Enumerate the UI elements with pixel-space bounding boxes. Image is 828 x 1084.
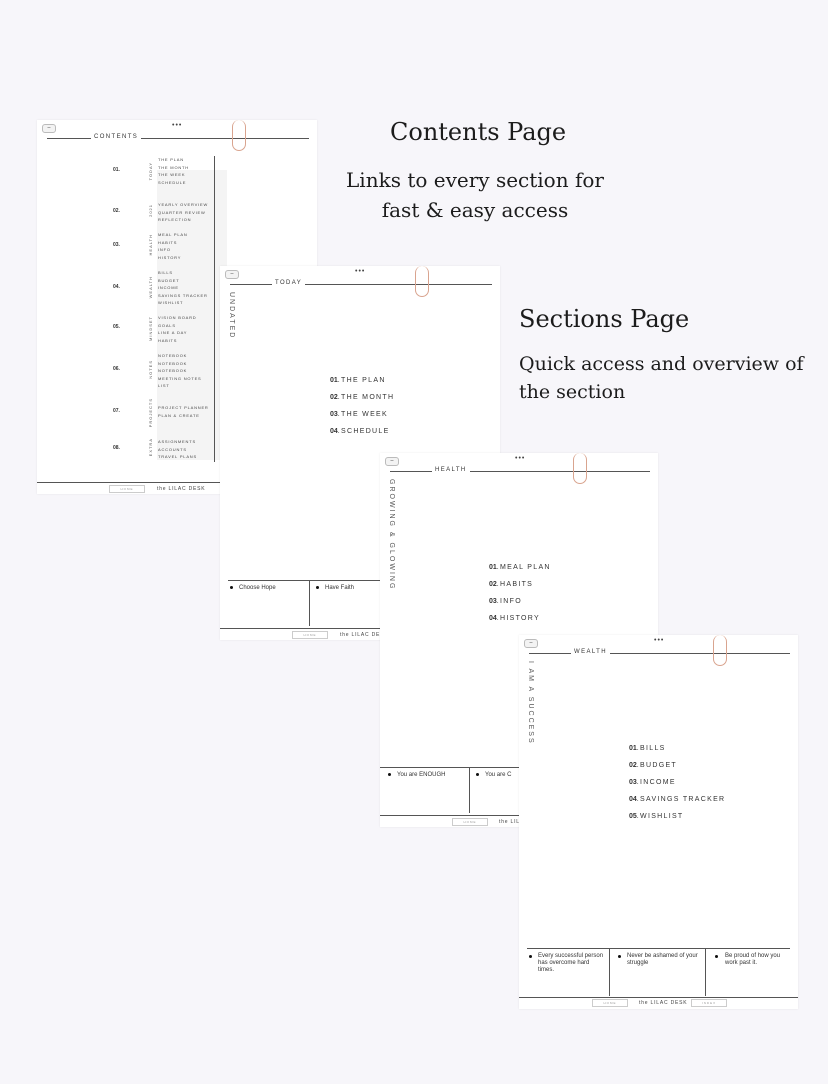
paperclip-icon (415, 266, 429, 297)
brand-logo: the LILAC DESK (157, 486, 206, 492)
section-link[interactable]: 01.BILLS (629, 745, 666, 752)
contents-tab-toggle-icon[interactable]: ⌣ (42, 124, 56, 133)
section-link[interactable]: 02.BUDGET (629, 762, 678, 769)
wealth-tab-toggle-icon[interactable]: ⌣ (524, 639, 538, 648)
paperclip-icon (713, 635, 727, 666)
section-link[interactable]: 02.HABITS (489, 581, 534, 588)
health-menu-dots-icon[interactable]: ••• (515, 455, 526, 462)
section-items[interactable]: YEARLY OVERVIEW QUARTER REVIEW REFLECTIO… (158, 202, 209, 222)
section-link[interactable]: 04.HISTORY (489, 615, 541, 622)
section-label: WEALTH (148, 276, 153, 299)
section-number: 04. (113, 284, 120, 290)
paperclip-icon (573, 453, 587, 484)
wealth-section-page: ⌣ ••• WEALTH I AM A SUCCESS 01.BILLS 02.… (519, 635, 798, 1009)
wealth-vertical-label: I AM A SUCCESS (527, 661, 534, 745)
section-number: 06. (113, 366, 120, 372)
sections-page-subheading: Quick access and overview of the section (519, 353, 804, 403)
quote-box: Choose Hope (230, 585, 276, 592)
contents-page-title: CONTENTS (91, 134, 142, 140)
section-link[interactable]: 01.THE PLAN (330, 377, 386, 384)
section-link[interactable]: 03.INFO (489, 598, 522, 605)
section-items[interactable]: PROJECT PLANNER PLAN & CREATE (158, 405, 209, 418)
contents-page-subheading: Links to every section for fast & easy a… (346, 168, 604, 222)
health-section-list: 01.MEAL PLAN 02.HABITS 03.INFO 04.HISTOR… (489, 564, 551, 632)
quote-box: Every successful person has overcome har… (529, 953, 605, 974)
sections-page-heading: Sections Page (519, 305, 690, 333)
today-vertical-label: UNDATED (228, 292, 235, 340)
section-label: PROJECTS (148, 398, 153, 428)
section-items[interactable]: VISION BOARD GOALS LINE A DAY HABITS (158, 315, 197, 343)
section-link[interactable]: 04.SAVINGS TRACKER (629, 796, 726, 803)
section-items[interactable]: THE PLAN THE MONTH THE WEEK SCHEDULE (158, 157, 189, 185)
section-items[interactable]: BILLS BUDGET INCOME SAVINGS TRACKER WISH… (158, 270, 208, 305)
quote-box: You are C (476, 772, 511, 779)
contents-menu-dots-icon[interactable]: ••• (172, 122, 183, 129)
section-label: 2021 (148, 204, 153, 217)
quote-box: Be proud of how you work past it. (715, 953, 789, 967)
contents-page-heading: Contents Page (390, 118, 567, 146)
section-items[interactable]: MEAL PLAN HABITS INFO HISTORY (158, 232, 188, 260)
today-page-title: TODAY (272, 280, 306, 286)
today-section-list: 01.THE PLAN 02.THE MONTH 03.THE WEEK 04.… (330, 377, 394, 445)
wealth-section-list: 01.BILLS 02.BUDGET 03.INCOME 04.SAVINGS … (629, 745, 725, 830)
health-vertical-label: GROWING & GLOWING (388, 479, 395, 591)
home-button[interactable]: HOME (109, 485, 145, 493)
section-link[interactable]: 05.WISHLIST (629, 813, 684, 820)
brand-logo: the LILAC DESK (340, 632, 389, 638)
health-page-title: HEALTH (432, 467, 470, 473)
section-number: 02. (113, 208, 120, 214)
section-number: 05. (113, 324, 120, 330)
section-link[interactable]: 01.MEAL PLAN (489, 564, 551, 571)
paperclip-icon (232, 120, 246, 151)
quote-box: You are ENOUGH (388, 772, 445, 779)
home-button[interactable]: HOME (592, 999, 628, 1007)
today-tab-toggle-icon[interactable]: ⌣ (225, 270, 239, 279)
brand-logo: the LILAC DESK (639, 1000, 688, 1006)
section-number: 08. (113, 445, 120, 451)
section-label: TODAY (148, 162, 153, 181)
quote-box: Have Faith (316, 585, 354, 592)
section-number: 03. (113, 242, 120, 248)
section-link[interactable]: 03.THE WEEK (330, 411, 389, 418)
home-button[interactable]: HOME (292, 631, 328, 639)
wealth-menu-dots-icon[interactable]: ••• (654, 637, 665, 644)
section-number: 07. (113, 408, 120, 414)
today-menu-dots-icon[interactable]: ••• (355, 268, 366, 275)
wealth-page-title: WEALTH (571, 649, 610, 655)
section-label: MINDSET (148, 316, 153, 341)
section-link[interactable]: 04.SCHEDULE (330, 428, 390, 435)
section-label: HEALTH (148, 234, 153, 256)
section-link[interactable]: 03.INCOME (629, 779, 676, 786)
section-link[interactable]: 02.THE MONTH (330, 394, 395, 401)
section-items[interactable]: ASSIGNMENTS ACCOUNTS TRAVEL PLANS (158, 439, 197, 459)
section-label: NOTES (148, 360, 153, 379)
section-label: EXTRA (148, 438, 153, 457)
index-button[interactable]: INDEX (691, 999, 727, 1007)
section-items[interactable]: NOTEBOOK NOTEBOOK NOTEBOOK MEETING NOTES… (158, 353, 202, 388)
quote-box: Never be ashamed of your struggle (618, 953, 698, 967)
health-tab-toggle-icon[interactable]: ⌣ (385, 457, 399, 466)
home-button[interactable]: HOME (452, 818, 488, 826)
section-number: 01. (113, 167, 120, 173)
